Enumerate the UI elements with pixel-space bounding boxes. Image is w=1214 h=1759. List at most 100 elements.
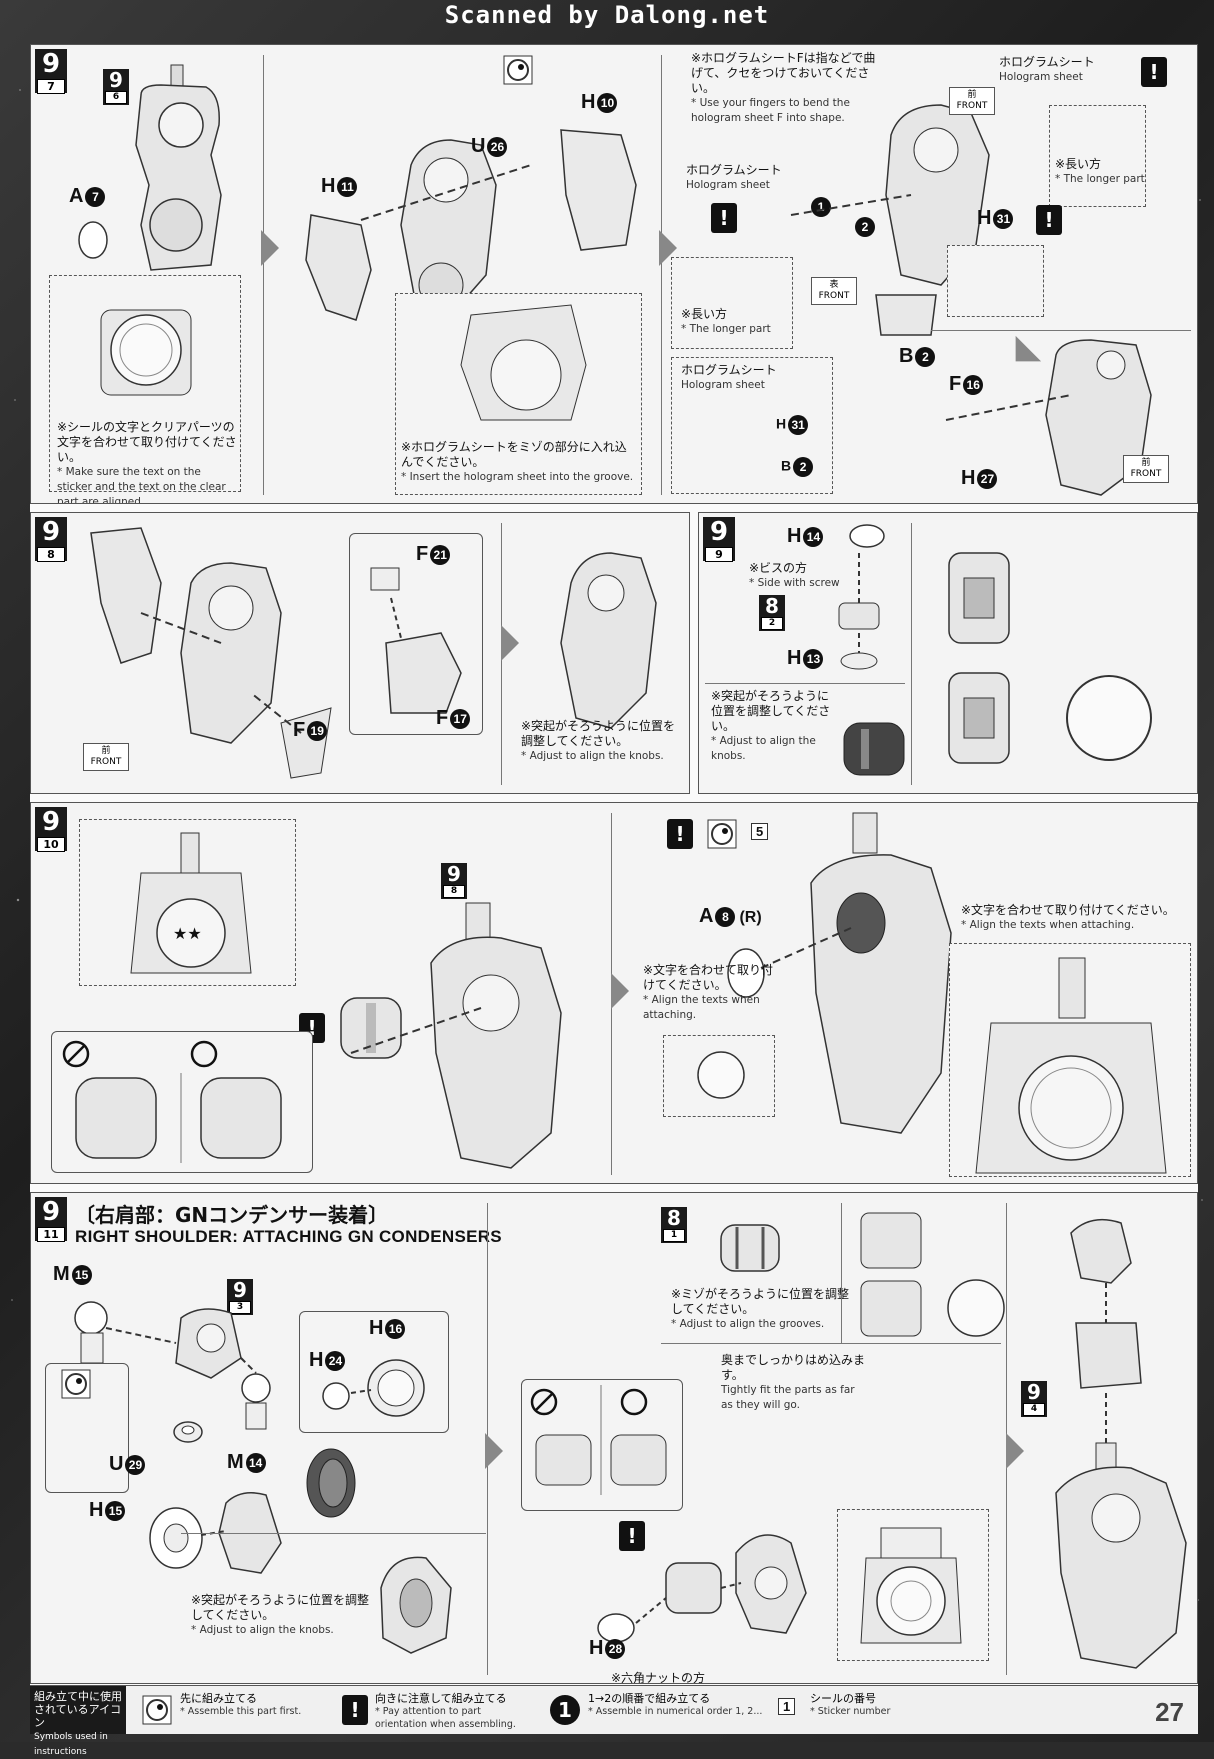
vertical-divider [661,55,662,495]
horizontal-divider [705,683,905,684]
section-title-english: RIGHT SHOULDER: ATTACHING GN CONDENSERS [75,1227,502,1246]
note-longer-part-left: ※長い方* The longer part [681,307,771,335]
condenser-parts-drawing [860,1212,1005,1337]
note-align-texts: ※文字を合わせて取り付けてください。* Align the texts when… [643,963,774,1021]
condenser-compare-drawing [75,1073,282,1163]
shoulder-joint-assembly-drawing [74,1301,271,1430]
shoulder-base-drawing [149,1492,282,1574]
frame-part-h10-drawing [560,129,637,251]
horizontal-divider [181,1533,486,1534]
cover-disc-drawing [306,1448,356,1518]
shoulder-cover-h11-drawing [305,214,372,321]
collar-u29-drawing [173,1421,203,1443]
assemble-first-icon [61,1369,91,1399]
sticker-number-icon: 1 [778,1698,796,1715]
orientation-warning-icon: ! [667,819,693,849]
condenser-drawing [720,1224,780,1272]
condenser-insert-drawing [340,997,402,1059]
socket-detail-drawing: ★★ [130,832,252,974]
flow-arrow [485,1433,503,1469]
lens-detail-drawing [697,1051,745,1099]
condenser-into-shoulder-drawing [597,1534,807,1643]
note-side-with-screw: ※ビスの方* Side with screw [749,561,840,589]
final-shoulder-assembly-drawing [1055,1218,1187,1669]
sticker-number-badge: 5 [751,823,769,840]
orientation-warning-icon: ! [711,203,737,233]
clear-lens-drawing [727,948,765,998]
scan-watermark-banner: Scanned by Dalong.net [444,1,770,29]
legend-item-assemble-first: 先に組み立てる* Assemble this part first. [180,1692,302,1717]
page-number: 27 [1155,1697,1184,1727]
flow-arrow [1006,1433,1024,1469]
joint-assembly-drawing [838,553,880,670]
orientation-warning-icon: ! [1141,57,1167,87]
legend-item-numerical-order: 1→2の順番で組み立てる* Assemble in numerical orde… [588,1692,763,1717]
sticker-detail-drawing [100,309,192,396]
wrong-orientation-icon [62,1040,90,1068]
note-longer-part-right: ※長い方* The longer part [1055,157,1145,185]
shoulder-finished-drawing [380,1556,452,1654]
longer-part-box-left [671,257,793,349]
vertical-divider [911,523,912,785]
flow-arrow [1002,335,1042,375]
upper-arm-assembly-drawing [360,139,532,316]
arm-assembly-drawing [790,104,990,286]
note-hologram-groove: ※ホログラムシートをミゾの部分に入れ込んでください。 * Insert the … [401,440,634,483]
flow-arrow [611,973,629,1009]
assemble-first-icon [142,1695,172,1725]
upper-arm-part-drawing [135,64,222,271]
flow-arrow [261,230,279,266]
orientation-warning-icon: ! [619,1521,645,1551]
note-bend-hologram: ※ホログラムシートFは指などで曲げて、クセをつけておいてください。 * Use … [691,51,876,124]
horizontal-divider [931,330,1191,331]
note-fit-tightly: 奥までしっかりはめ込みます。Tightly fit the parts as f… [721,1353,866,1411]
h31-detail-box [947,245,1044,317]
shoulder-with-lens-drawing [760,812,952,1134]
shoulder-arm-drawing [350,902,562,1169]
order-2-badge: 2 [853,215,875,238]
horizontal-divider [661,1343,1001,1344]
note-hex-nut-side: ※六角ナットの方 [611,1671,706,1684]
condenser-compare-drawing [535,1385,667,1495]
note-sticker-align: ※シールの文字とクリアパーツの文字を合わせて取り付けてください。 * Make … [57,420,237,504]
star-align-detail-drawing [860,1527,962,1644]
orientation-warning-icon: ! [1036,205,1062,235]
assemble-first-detail-box [45,1363,129,1493]
assemble-first-icon [707,819,737,849]
correct-orientation-icon [190,1040,218,1068]
armor-f17-drawing [370,567,462,714]
section-title-japanese: 〔右肩部：GNコンデンサー装着〕 [75,1203,389,1227]
joint-detail-drawing [843,722,905,776]
